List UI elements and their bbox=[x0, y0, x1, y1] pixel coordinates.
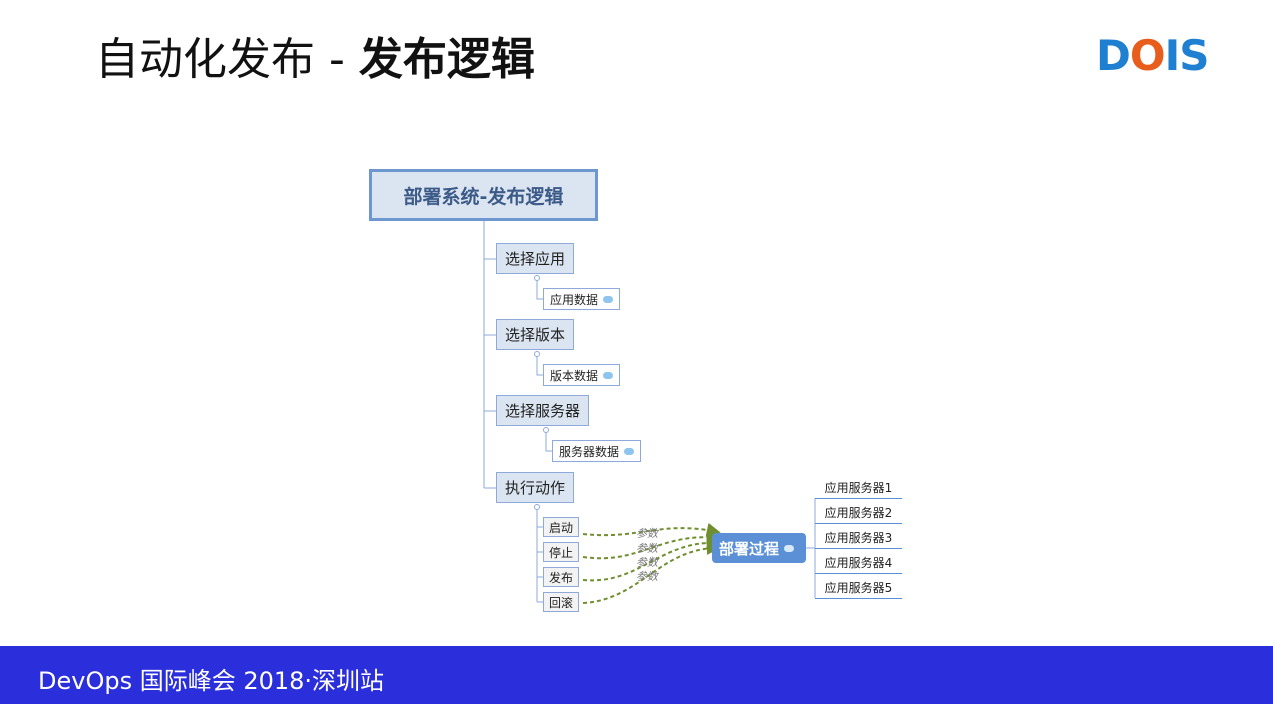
server-node-1[interactable]: 应用服务器1 bbox=[815, 477, 902, 499]
title-bold: 发布逻辑 bbox=[358, 34, 535, 85]
logo-letter-s: S bbox=[1179, 31, 1209, 80]
data-label: 应用数据 bbox=[550, 292, 599, 307]
step-select-server[interactable]: 选择服务器 bbox=[496, 395, 590, 426]
param-label: 参数 bbox=[636, 570, 658, 583]
relation-arrow-stop bbox=[582, 529, 721, 560]
action-label: 发布 bbox=[549, 570, 574, 585]
note-icon bbox=[603, 371, 614, 379]
param-label: 参数 bbox=[636, 527, 658, 540]
logo-letter-o: O bbox=[1129, 31, 1166, 80]
data-node-version[interactable]: 版本数据 bbox=[543, 364, 621, 386]
note-icon bbox=[603, 295, 614, 303]
note-icon bbox=[624, 447, 635, 455]
data-label: 版本数据 bbox=[550, 368, 599, 383]
logo-letter-d: D bbox=[1096, 31, 1131, 80]
note-icon bbox=[784, 544, 795, 552]
server-node-2[interactable]: 应用服务器2 bbox=[815, 502, 902, 524]
relation-arrow-publish bbox=[582, 535, 721, 582]
collapse-toggle-3 bbox=[543, 427, 549, 433]
relation-arrow-rollback bbox=[582, 541, 721, 604]
action-rollback[interactable]: 回滚 bbox=[543, 592, 580, 612]
step-label: 执行动作 bbox=[505, 479, 566, 497]
data-label: 服务器数据 bbox=[559, 444, 620, 459]
deploy-process-node[interactable]: 部署过程 bbox=[712, 533, 806, 563]
action-publish[interactable]: 发布 bbox=[543, 567, 580, 587]
sub-line-step-3 bbox=[545, 427, 552, 452]
server-node-4[interactable]: 应用服务器4 bbox=[815, 552, 902, 574]
server-node-3[interactable]: 应用服务器3 bbox=[815, 527, 902, 549]
param-label: 参数 bbox=[636, 556, 658, 569]
footer-bar: DevOps 国际峰会 2018·深圳站 bbox=[0, 646, 1273, 704]
logo-letter-i: I bbox=[1164, 31, 1181, 80]
step-label: 选择版本 bbox=[505, 326, 566, 344]
data-node-server[interactable]: 服务器数据 bbox=[552, 440, 642, 462]
sub-line-step-2 bbox=[536, 351, 543, 376]
action-label: 启动 bbox=[549, 520, 574, 535]
dois-logo: DOIS bbox=[1096, 30, 1209, 82]
step-label: 选择应用 bbox=[505, 250, 566, 268]
page-title: 自动化发布 - 发布逻辑 bbox=[95, 28, 535, 92]
footer-text: DevOps 国际峰会 2018·深圳站 bbox=[38, 667, 385, 695]
collapse-toggle-2 bbox=[534, 351, 540, 357]
param-label: 参数 bbox=[636, 542, 658, 555]
sub-line-step-1 bbox=[536, 275, 543, 300]
collapse-toggle-1 bbox=[534, 275, 540, 281]
step-select-app[interactable]: 选择应用 bbox=[496, 243, 575, 274]
title-prefix: 自动化发布 - bbox=[95, 34, 359, 85]
deploy-label: 部署过程 bbox=[719, 539, 780, 558]
action-label: 停止 bbox=[549, 545, 574, 560]
collapse-toggle-4 bbox=[534, 504, 540, 510]
action-label: 回滚 bbox=[549, 595, 574, 610]
data-node-app[interactable]: 应用数据 bbox=[543, 288, 621, 310]
server-node-5[interactable]: 应用服务器5 bbox=[815, 577, 902, 599]
step-execute-action[interactable]: 执行动作 bbox=[496, 472, 575, 503]
step-select-version[interactable]: 选择版本 bbox=[496, 319, 575, 350]
action-start[interactable]: 启动 bbox=[543, 517, 580, 537]
action-stop[interactable]: 停止 bbox=[543, 542, 580, 562]
root-node[interactable]: 部署系统-发布逻辑 bbox=[369, 169, 598, 221]
step-label: 选择服务器 bbox=[505, 402, 581, 420]
